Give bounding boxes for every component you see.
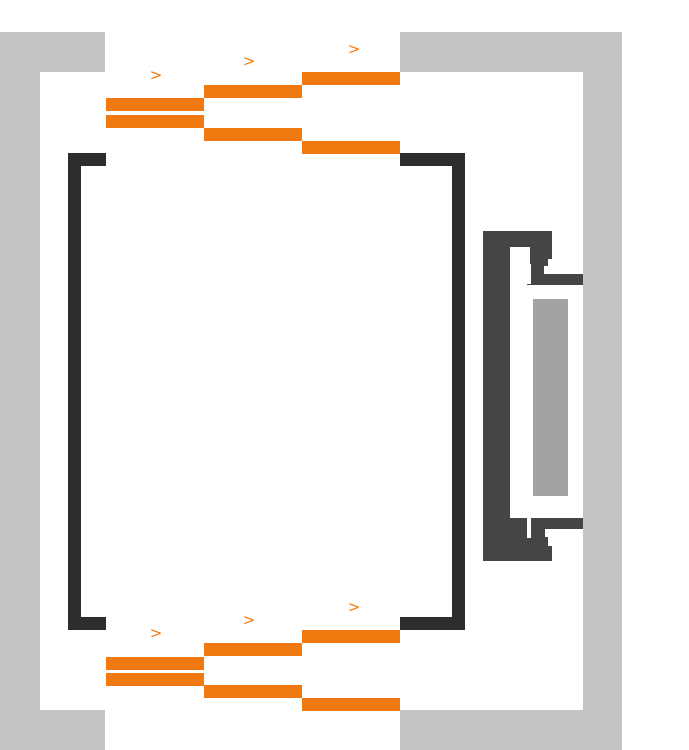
sliding-panel-opening-icon — [483, 231, 583, 561]
top-arrow-2: > — [243, 52, 256, 70]
top-track-e — [302, 72, 400, 85]
top-arrow-3: > — [348, 40, 361, 58]
bottom-track-d — [204, 685, 302, 698]
dark-unit-body — [483, 231, 583, 561]
wall-layer — [0, 32, 622, 750]
top-slide-group: > > > — [106, 40, 400, 154]
top-track-a — [106, 98, 204, 111]
glass-panel — [533, 299, 568, 496]
top-arrow-1: > — [150, 66, 163, 84]
right-wall — [400, 32, 622, 750]
lower-clip — [527, 518, 531, 538]
bottom-track-a — [106, 657, 204, 670]
left-bracket-frame — [68, 153, 106, 630]
bottom-arrow-2: > — [243, 611, 256, 629]
top-track-c — [204, 85, 302, 98]
right-bracket-frame — [400, 153, 465, 630]
left-wall — [0, 32, 105, 750]
top-track-b — [106, 115, 204, 128]
bottom-arrow-3: > — [348, 598, 361, 616]
bottom-track-c — [204, 643, 302, 656]
upper-clip — [527, 264, 531, 284]
top-track-f — [302, 141, 400, 154]
frame-layer — [68, 153, 465, 630]
top-track-d — [204, 128, 302, 141]
bottom-track-e — [302, 630, 400, 643]
bottom-track-b — [106, 673, 204, 686]
bottom-arrow-1: > — [150, 624, 163, 642]
bottom-slide-group: > > > — [106, 598, 400, 711]
bottom-track-f — [302, 698, 400, 711]
